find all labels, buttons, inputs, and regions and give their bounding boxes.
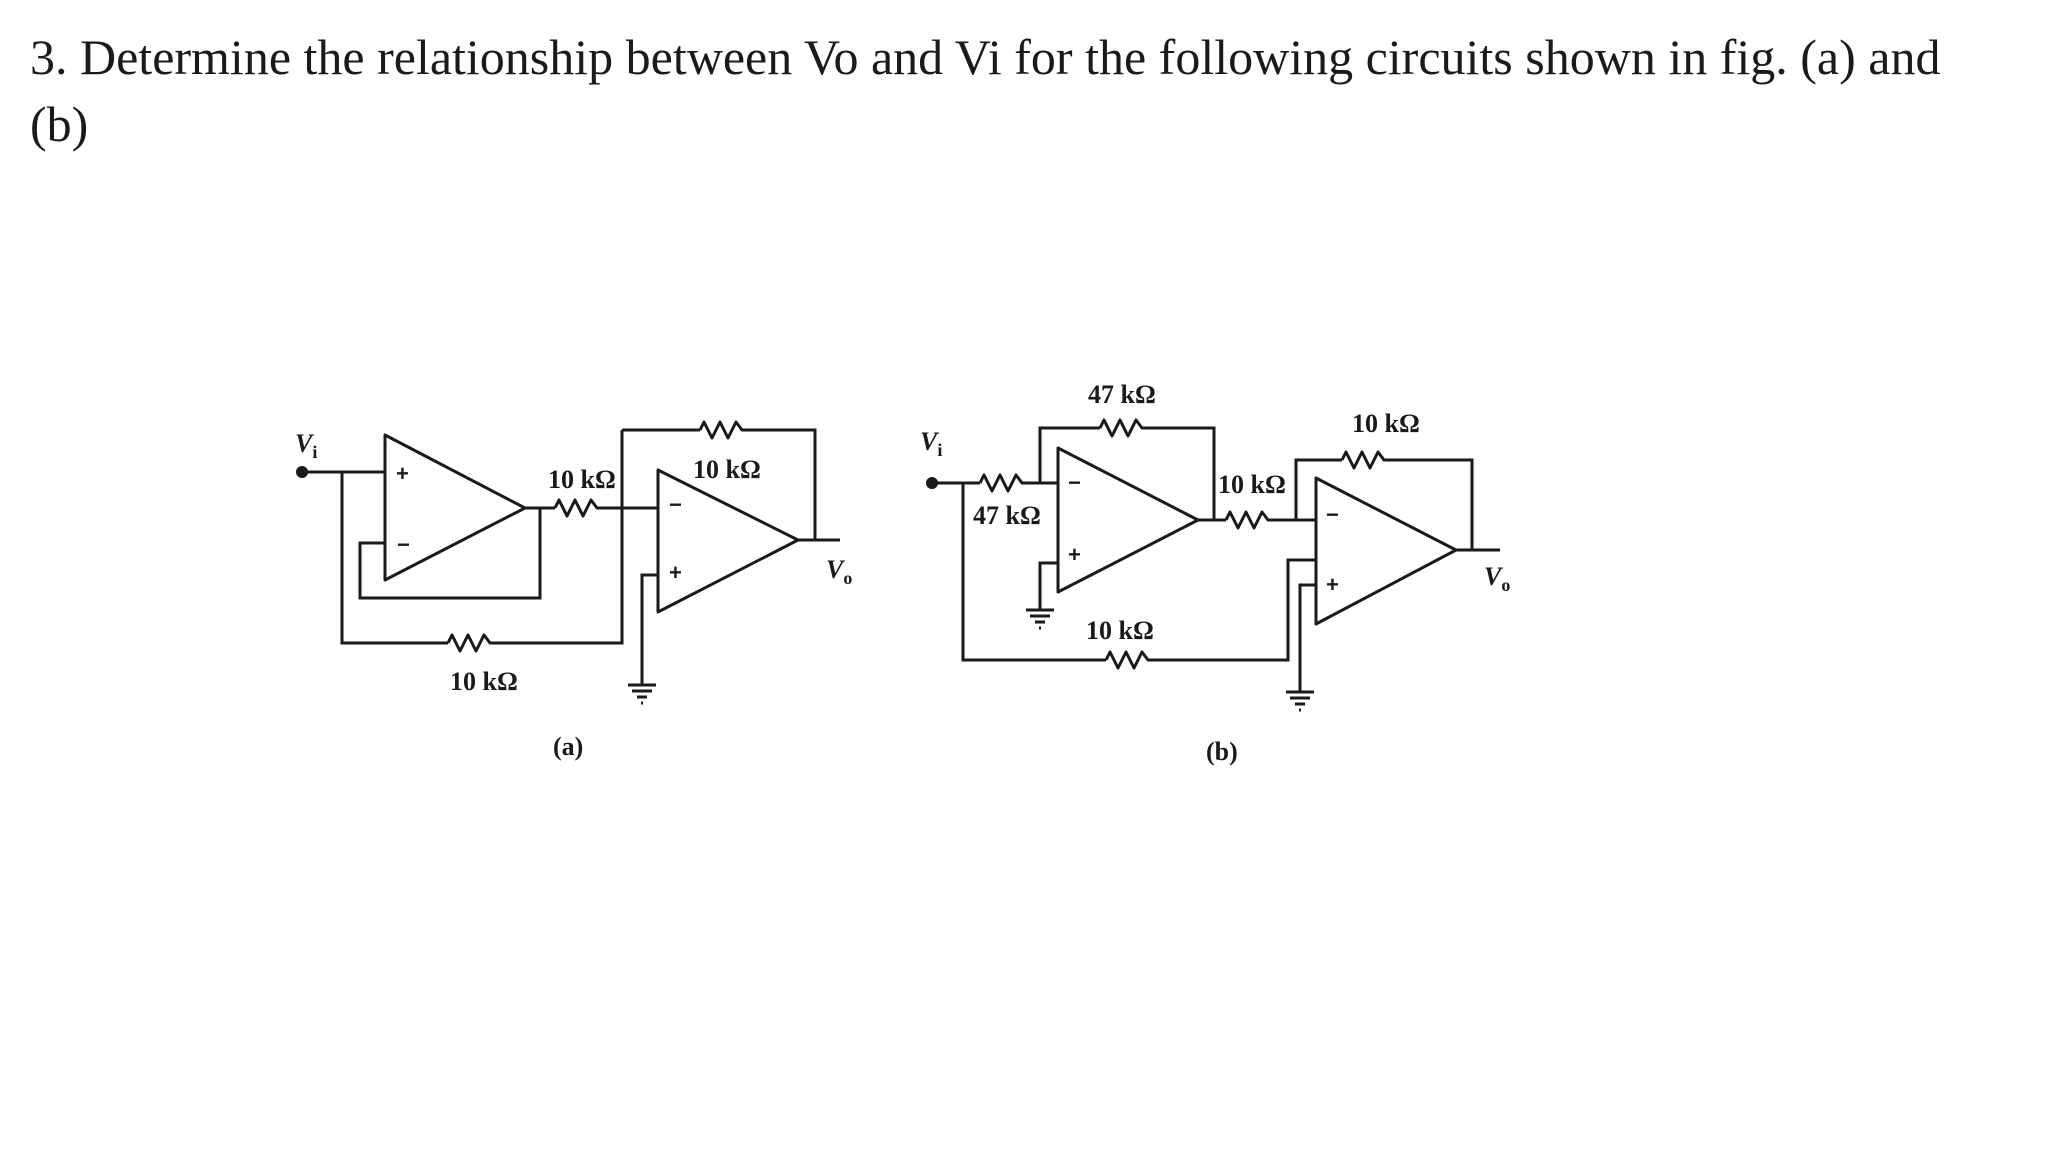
- opamp-b2: [1314, 476, 1458, 626]
- resistor-a-series: [553, 498, 601, 518]
- resistor-b-bottom: [1104, 650, 1152, 670]
- opamp-a1: [383, 433, 527, 582]
- label-r-feedback-a: 10 kΩ: [693, 455, 761, 484]
- opamp-a2-minus: −: [669, 492, 682, 517]
- opamp-b1: [1056, 446, 1200, 594]
- wires-b: [932, 426, 1500, 692]
- label-vo-b: Vo: [1484, 562, 1510, 595]
- resistor-b-input: [978, 473, 1026, 493]
- resistor-b-series: [1224, 510, 1272, 530]
- resistor-a-feedback: [698, 420, 746, 440]
- resistor-b-feedback1: [1098, 418, 1146, 438]
- label-vi-a: Vi: [295, 429, 317, 462]
- figure-a: + − − + Vi Vo 10 kΩ 10 kΩ 10 kΩ (a): [295, 420, 852, 761]
- opamp-a2-plus: +: [669, 560, 682, 585]
- resistor-a-bottom: [446, 633, 494, 653]
- label-r-input-b: 47 kΩ: [973, 501, 1041, 530]
- resistor-b-feedback2: [1340, 450, 1388, 470]
- opamp-a1-minus: −: [397, 532, 410, 557]
- caption-b: (b): [1206, 737, 1238, 766]
- ground-icon: [1026, 608, 1054, 630]
- label-r-series-b: 10 kΩ: [1218, 470, 1286, 499]
- ground-icon: [628, 683, 656, 705]
- label-r-series-a: 10 kΩ: [548, 465, 616, 494]
- label-r-feedback2-b: 10 kΩ: [1352, 409, 1420, 438]
- question-text: 3. Determine the relationship between Vo…: [30, 29, 1941, 152]
- opamp-a1-plus: +: [396, 461, 409, 486]
- opamp-b2-minus: −: [1326, 502, 1339, 527]
- label-r-bottom-a: 10 kΩ: [450, 667, 518, 696]
- label-vi-b: Vi: [920, 427, 942, 460]
- ground-icon: [1286, 690, 1314, 712]
- label-r-feedback1-b: 47 kΩ: [1088, 380, 1156, 409]
- label-r-bottom-b: 10 kΩ: [1086, 616, 1154, 645]
- opamp-a2: [656, 468, 800, 614]
- label-vo-a: Vo: [826, 555, 852, 588]
- opamp-b1-minus: −: [1068, 470, 1081, 495]
- caption-a: (a): [553, 732, 583, 761]
- opamp-b2-plus: +: [1326, 572, 1339, 597]
- opamp-b1-plus: +: [1068, 542, 1081, 567]
- figure-b: − + − + Vi Vo 47 kΩ 47 kΩ 10 k: [920, 380, 1510, 766]
- wires-a: [302, 428, 840, 685]
